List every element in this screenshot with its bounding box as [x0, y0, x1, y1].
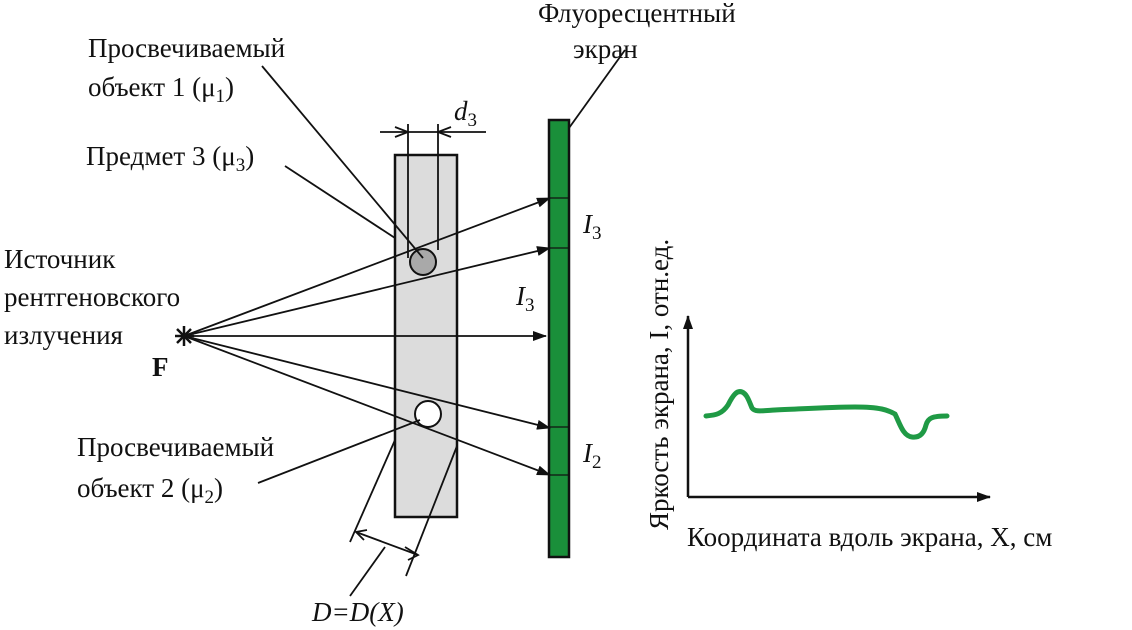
leader-lines [257, 49, 626, 484]
object2-label-line1: Просвечиваемый [77, 432, 274, 462]
screen-tick-marks [549, 197, 569, 476]
intensity-i3-mid: I3 [515, 281, 535, 316]
brightness-curve [703, 389, 950, 440]
d3-dimension [380, 124, 486, 258]
fluorescent-screen [547, 118, 571, 559]
item3-ball [409, 248, 437, 276]
object1-label-line1: Просвечиваемый [88, 33, 285, 63]
intensity-i3-top: I3 [582, 209, 602, 244]
screen-label-line1: Флуоресцентный [538, 0, 736, 28]
chart-x-axis-label: Координата вдоль экрана, X, см [687, 522, 1052, 552]
object2-label-line2: объект 2 (μ2) [77, 473, 223, 508]
source-label-line2: рентгеновского [4, 282, 180, 312]
object1-label-line2: объект 1 (μ1) [88, 72, 234, 107]
d3-label: d3 [454, 96, 477, 131]
d-label: D=D(X) [311, 597, 404, 627]
screen-label-line2: экран [573, 34, 638, 64]
item3-label: Предмет 3 (μ3) [86, 141, 254, 176]
source-label-line3: излучения [4, 320, 123, 350]
xray-source-icon [175, 326, 194, 346]
object2-ball [414, 400, 442, 428]
focus-label: F [152, 352, 169, 382]
intensity-i2: I2 [582, 438, 602, 473]
source-label-line1: Источник [4, 244, 116, 274]
chart-y-axis-label: Яркость экрана, I, отн.ед. [644, 239, 674, 530]
d-dimension [349, 439, 458, 597]
chart-axes [683, 315, 991, 502]
xray-beams [183, 197, 551, 476]
